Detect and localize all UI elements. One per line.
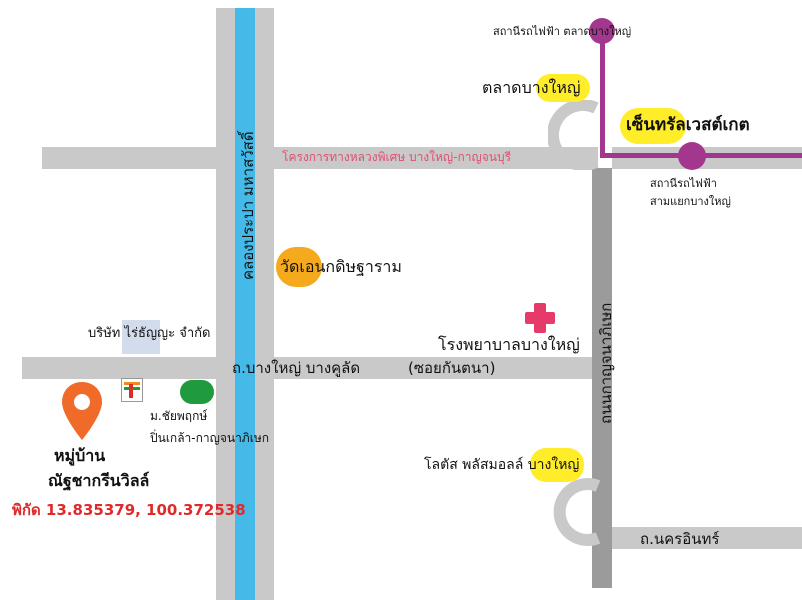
company-highlight xyxy=(122,320,160,354)
lotus-label: โลตัส พลัสมอลล์ บางใหญ่ xyxy=(424,457,580,473)
green-marker-icon xyxy=(180,380,214,404)
rail-station-icon xyxy=(589,18,615,44)
nakhon-in-road xyxy=(612,527,802,549)
expressway-label: โครงการทางหลวงพิเศษ บางใหญ่-กาญจนบุรี xyxy=(282,150,512,164)
market-highlight xyxy=(536,74,590,102)
canal-water xyxy=(235,8,255,600)
seven-eleven-icon xyxy=(121,378,143,402)
company-label: บริษัท ไร่ธัญญะ จำกัด xyxy=(88,326,211,341)
expressway-road-east xyxy=(612,147,802,169)
kanchanaphisek-label: ถนนกาญจนาภิเษก xyxy=(597,302,615,424)
location-pin-icon xyxy=(62,382,102,440)
station-top-label: สถานีรถไฟฟ้า ตลาดบางใหญ่ xyxy=(493,25,632,38)
temple-label: วัดเอนกดิษฐาราม xyxy=(280,257,402,276)
station-junction-label-2: สามแยกบางใหญ่ xyxy=(650,195,731,208)
lotus-highlight xyxy=(530,448,584,482)
expressway-road xyxy=(42,147,598,169)
canal-label: คลองประปา มหาสวัสดิ์ xyxy=(239,131,257,280)
village-label-1: หมู่บ้าน xyxy=(54,446,106,465)
central-label: เซ็นทรัลเวสต์เกต xyxy=(626,115,750,135)
village-label-2: ณัฐชากรีนวิลล์ xyxy=(48,471,150,490)
nakhon-in-road-label: ถ.นครอินทร์ xyxy=(640,530,720,548)
temple-highlight xyxy=(276,247,322,287)
bangyai-road-label: ถ.บางใหญ่ บางคูลัด xyxy=(232,359,361,377)
university-label-2: ปิ่นเกล้า-กาญจนาภิเษก xyxy=(150,431,269,445)
soi-label: (ซอยกันตนา) xyxy=(408,359,496,377)
lotus-roundabout xyxy=(553,478,601,546)
market-roundabout xyxy=(548,100,599,170)
rail-line-vertical xyxy=(600,28,605,156)
university-label-1: ม.ชัยพฤกษ์ xyxy=(150,409,208,423)
bangyai-bangkulat-road xyxy=(22,357,596,379)
coordinates-label: พิกัด 13.835379, 100.372538 xyxy=(12,501,246,519)
hospital-label: โรงพยาบาลบางใหญ่ xyxy=(438,335,580,354)
rail-station-icon xyxy=(678,142,706,170)
central-highlight xyxy=(620,108,686,144)
red-cross-icon xyxy=(525,303,555,333)
market-label: ตลาดบางใหญ่ xyxy=(482,78,581,97)
station-junction-label-1: สถานีรถไฟฟ้า xyxy=(650,177,717,190)
